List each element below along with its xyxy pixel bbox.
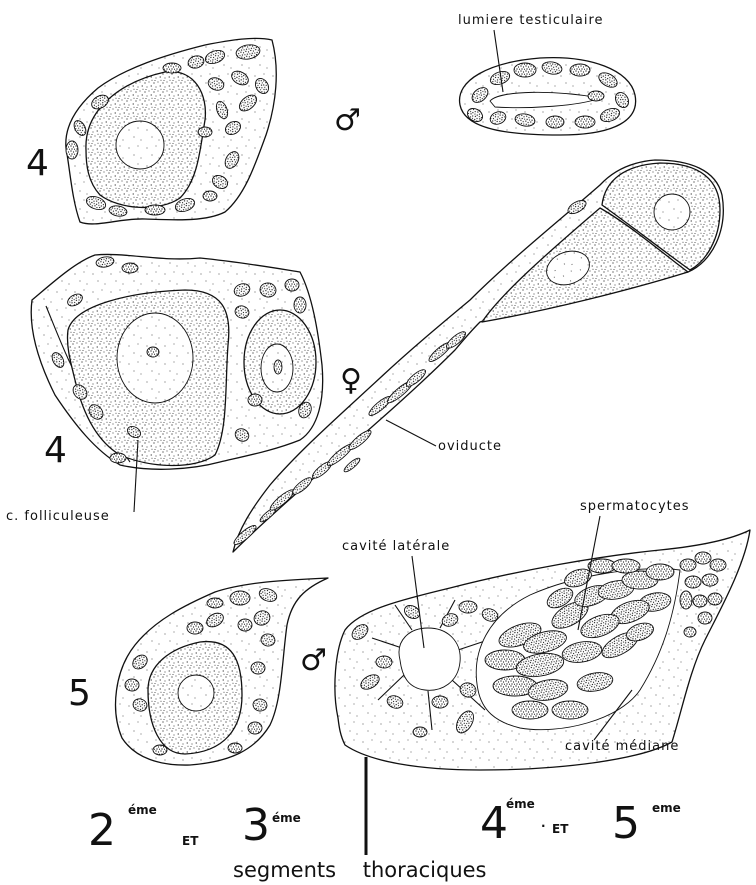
segment-number-5: 5 [612,798,640,849]
testis-cell-nucleus [685,576,701,588]
testis-cell-nucleus [546,116,564,128]
follicle-cell-nucleus [294,297,306,313]
testis-cell-nucleus [376,656,392,668]
testis-cell-nucleus [680,559,696,571]
testis-cell-nucleus [570,64,590,76]
follicle-cell-nucleus [203,191,217,201]
caption-segments-thoraciques: segments thoraciques [233,858,487,882]
testis-cell-nucleus [695,552,711,564]
testis-cell-nucleus [702,574,718,586]
panel-number-upper-left: 4 [26,143,49,184]
spermatocyte [646,564,674,580]
lower-left-oocyte-nucleus [178,675,214,711]
segment-number-4: 4 [480,798,508,849]
label-oviducte: oviducte [438,439,502,454]
conjunction-et-left: ET [182,834,199,848]
testis-cell-nucleus [710,559,726,571]
upper-left-cell-group [66,38,276,224]
upper-right-testis-section [460,58,636,135]
testis-cell-nucleus [693,595,707,607]
follicle-cell-nucleus [248,722,262,734]
panel-number-middle-left: 4 [44,430,67,471]
follicle-cell-nucleus [110,453,126,463]
lower-right-testis-section [335,530,750,770]
label-lumiere-testiculaire: lumiere testiculaire [458,13,604,28]
upper-left-oocyte-nucleus [116,121,164,169]
conjunction-et-right: ET [552,822,569,836]
follicle-cell-nucleus [238,619,252,631]
testis-cell-nucleus [684,627,696,637]
oviducte-leader-line [386,420,436,446]
large-oocyte-nucleolus [147,347,159,357]
distal-oocyte-nucleus [654,194,690,230]
follicle-cell-nucleus [122,263,138,273]
testis-cell-nucleus [575,116,595,128]
panel-number-lower-left: 5 [68,673,91,714]
segment-suffix-5: eme [652,801,681,815]
segment-number-3: 3 [242,800,270,851]
testis-cell-nucleus [698,612,712,624]
footer-dot: · [541,819,546,833]
large-oocyte-nucleus [117,313,193,403]
follicle-cell-nucleus [285,279,299,291]
testis-cell-nucleus [514,63,536,77]
follicle-cell-nucleus [125,679,139,691]
testis-cell-nucleus [459,601,477,613]
testis-cell-nucleus [588,91,604,101]
follicle-cell-nucleus [251,662,265,674]
male-symbol-upper: ♂ [334,103,361,138]
testis-cell-nucleus [708,593,722,605]
label-cavite-laterale: cavité latérale [342,539,450,554]
lower-left-cell-group [116,578,328,765]
female-symbol: ♀ [340,363,362,398]
footer-segment-labels: 2 éme ET 3 éme 4 éme · ET 5 eme segments… [88,757,681,882]
follicle-cell-nucleus [228,743,242,753]
follicle-cell-nucleus [230,591,250,605]
middle-left-cell-group [31,254,322,469]
segment-suffix-4: éme [506,797,535,811]
follicle-cell-nucleus [198,127,212,137]
follicle-cell-nucleus [145,205,165,215]
follicle-cell-nucleus [248,394,262,406]
cavite-laterale-area [399,628,460,690]
follicle-cell-nucleus [163,63,181,73]
segment-suffix-2: éme [128,803,157,817]
testis-cell-nucleus [432,696,448,708]
small-oocyte-nucleolus [274,360,282,374]
spermatocyte [512,701,548,719]
follicle-cell-nucleus [66,141,78,159]
label-cavite-mediane: cavité médiane [565,739,679,754]
male-symbol-lower: ♂ [300,643,327,678]
label-spermatocytes: spermatocytes [580,499,690,514]
segment-number-2: 2 [88,805,116,856]
spermatocyte [612,559,640,573]
follicle-cell-nucleus [153,745,167,755]
oviduct-cell-nucleus [342,456,361,473]
spermatocyte [552,701,588,719]
follicle-cell-nucleus [207,598,223,608]
segment-suffix-3: éme [272,811,301,825]
label-c-folliculeuse: c. folliculeuse [6,509,110,524]
testis-cell-nucleus [413,727,427,737]
testis-cell-nucleus [680,591,692,609]
follicle-cell-nucleus [187,622,203,634]
